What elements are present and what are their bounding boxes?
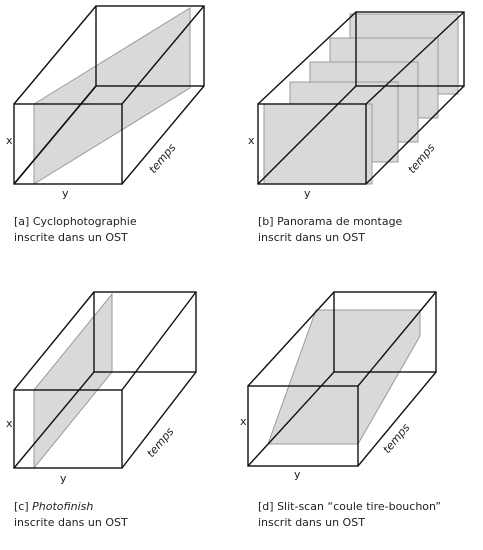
panel-d-time-label: temps	[380, 421, 412, 456]
panel-d-y-label: y	[294, 468, 301, 481]
panel-b-caption: [b] Panorama de montage inscrit dans un …	[258, 214, 402, 246]
panel-d-caption-title: Slit-scan “coule tire-bouchon”	[277, 500, 442, 513]
panel-a-y-label: y	[62, 187, 69, 200]
panel-a-caption-line2: inscrite dans un OST	[14, 231, 128, 244]
panel-d-caption-prefix: [d]	[258, 500, 278, 513]
panel-d-x-label: x	[240, 415, 247, 428]
panel-c-caption-prefix: [c]	[14, 500, 33, 513]
panel-b-time-label: temps	[405, 141, 437, 176]
panel-c-plane	[33, 292, 113, 470]
panel-d-edges	[247, 291, 437, 467]
panel-b-x-label: x	[248, 134, 255, 147]
panel-a-caption-prefix: [a]	[14, 215, 33, 228]
panel-c-edges	[13, 291, 197, 469]
panel-d-caption: [d] Slit-scan “coule tire-bouchon” inscr…	[258, 499, 441, 531]
panel-c-y-label: y	[60, 472, 67, 485]
panel-a-cube: x y temps	[6, 5, 205, 200]
panel-b-caption-title: Panorama de montage	[277, 215, 403, 228]
panel-a-caption-title: Cyclophotographie	[32, 215, 137, 228]
panel-d-caption-line2: inscrit dans un OST	[258, 516, 365, 529]
panel-c-x-label: x	[6, 417, 13, 430]
panel-c-caption-line2: inscrite dans un OST	[14, 516, 128, 529]
panel-b-cube: x y temps	[248, 11, 465, 200]
panel-c-caption: [c] Photofinish inscrite dans un OST	[14, 499, 128, 531]
panel-d-plane	[267, 309, 421, 445]
panel-a-time-label: temps	[146, 141, 178, 176]
panel-c-caption-line1: [c] Photofinish	[14, 499, 128, 515]
panel-b-caption-line2: inscrit dans un OST	[258, 231, 365, 244]
panel-b-frames	[263, 13, 459, 185]
panel-d-caption-line1: [d] Slit-scan “coule tire-bouchon”	[258, 499, 441, 515]
panel-b-caption-line1: [b] Panorama de montage	[258, 214, 402, 230]
panel-a-caption: [a] Cyclophotographie inscrite dans un O…	[14, 214, 137, 246]
panel-a-edges	[13, 5, 205, 185]
panel-b-edges	[257, 11, 465, 185]
panel-b-caption-prefix: [b]	[258, 215, 278, 228]
panel-c-time-label: temps	[144, 425, 176, 460]
panel-a-caption-line1: [a] Cyclophotographie	[14, 214, 137, 230]
panel-a-plane	[33, 7, 191, 185]
panel-d-cube: x y temps	[240, 291, 437, 481]
panel-c-cube: x y temps	[6, 291, 197, 485]
panel-a-x-label: x	[6, 134, 13, 147]
panel-b-y-label: y	[304, 187, 311, 200]
panel-c-caption-title: Photofinish	[32, 500, 94, 513]
